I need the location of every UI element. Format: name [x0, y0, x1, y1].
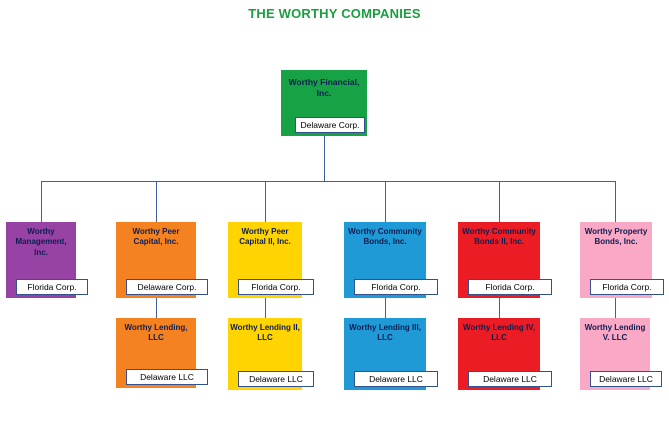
connector-line	[385, 298, 386, 318]
org-node-worthy-property-bonds: Worthy Property Bonds, Inc. Florida Corp…	[580, 222, 664, 298]
company-name: Worthy Community Bonds II, Inc.	[462, 227, 536, 247]
connector-line	[499, 181, 500, 222]
org-node-worthy-community-bonds-ii: Worthy Community Bonds II, Inc. Florida …	[458, 222, 552, 298]
company-name: Worthy Lending III, LLC	[349, 323, 421, 343]
connector-line	[265, 181, 266, 222]
jurisdiction-label: Florida Corp.	[238, 279, 314, 295]
connector-line	[156, 298, 157, 318]
org-node-worthy-community-bonds: Worthy Community Bonds, Inc. Florida Cor…	[344, 222, 438, 298]
company-name: Worthy Lending V. LLC	[584, 323, 646, 343]
jurisdiction-label: Florida Corp.	[354, 279, 438, 295]
org-node-worthy-lending-iv: Worthy Lending IV, LLC Delaware LLC	[458, 318, 552, 390]
jurisdiction-label: Delaware Corp.	[295, 117, 365, 133]
jurisdiction-label: Delaware LLC	[126, 369, 208, 385]
jurisdiction-label: Delaware LLC	[468, 371, 552, 387]
company-name: Worthy Financial, Inc.	[288, 77, 360, 99]
org-node-worthy-lending-v: Worthy Lending V. LLC Delaware LLC	[580, 318, 662, 390]
connector-line	[615, 181, 616, 222]
org-node-worthy-lending: Worthy Lending, LLC Delaware LLC	[116, 318, 208, 388]
connector-line	[41, 181, 42, 222]
chart-title: THE WORTHY COMPANIES	[248, 6, 421, 21]
jurisdiction-label: Delaware LLC	[238, 371, 314, 387]
jurisdiction-label: Florida Corp.	[590, 279, 664, 295]
company-name: Worthy Property Bonds, Inc.	[584, 227, 648, 247]
jurisdiction-label: Delaware LLC	[354, 371, 438, 387]
connector-line	[385, 181, 386, 222]
org-node-worthy-financial: Worthy Financial, Inc. Delaware Corp.	[281, 70, 367, 136]
connector-line	[41, 181, 616, 182]
company-name: Worthy Peer Capital, Inc.	[132, 227, 180, 247]
jurisdiction-label: Delaware LLC	[590, 371, 662, 387]
company-name: Worthy Management, Inc.	[15, 227, 67, 257]
company-name: Worthy Peer Capital II, Inc.	[239, 227, 291, 247]
jurisdiction-label: Florida Corp.	[16, 279, 88, 295]
company-name: Worthy Lending, LLC	[124, 323, 188, 343]
connector-line	[324, 136, 325, 181]
company-name: Worthy Lending IV, LLC	[462, 323, 535, 343]
connector-line	[156, 181, 157, 222]
connector-line	[265, 298, 266, 318]
org-node-worthy-lending-ii: Worthy Lending II, LLC Delaware LLC	[228, 318, 314, 390]
connector-line	[499, 298, 500, 318]
jurisdiction-label: Delaware Corp.	[126, 279, 208, 295]
org-node-worthy-peer-capital: Worthy Peer Capital, Inc. Delaware Corp.	[116, 222, 208, 298]
org-node-worthy-management: Worthy Management, Inc. Florida Corp.	[6, 222, 88, 298]
jurisdiction-label: Florida Corp.	[468, 279, 552, 295]
org-node-worthy-lending-iii: Worthy Lending III, LLC Delaware LLC	[344, 318, 438, 390]
connector-line	[615, 298, 616, 318]
company-name: Worthy Community Bonds, Inc.	[348, 227, 422, 247]
company-name: Worthy Lending II, LLC	[230, 323, 300, 343]
org-node-worthy-peer-capital-ii: Worthy Peer Capital II, Inc. Florida Cor…	[228, 222, 314, 298]
